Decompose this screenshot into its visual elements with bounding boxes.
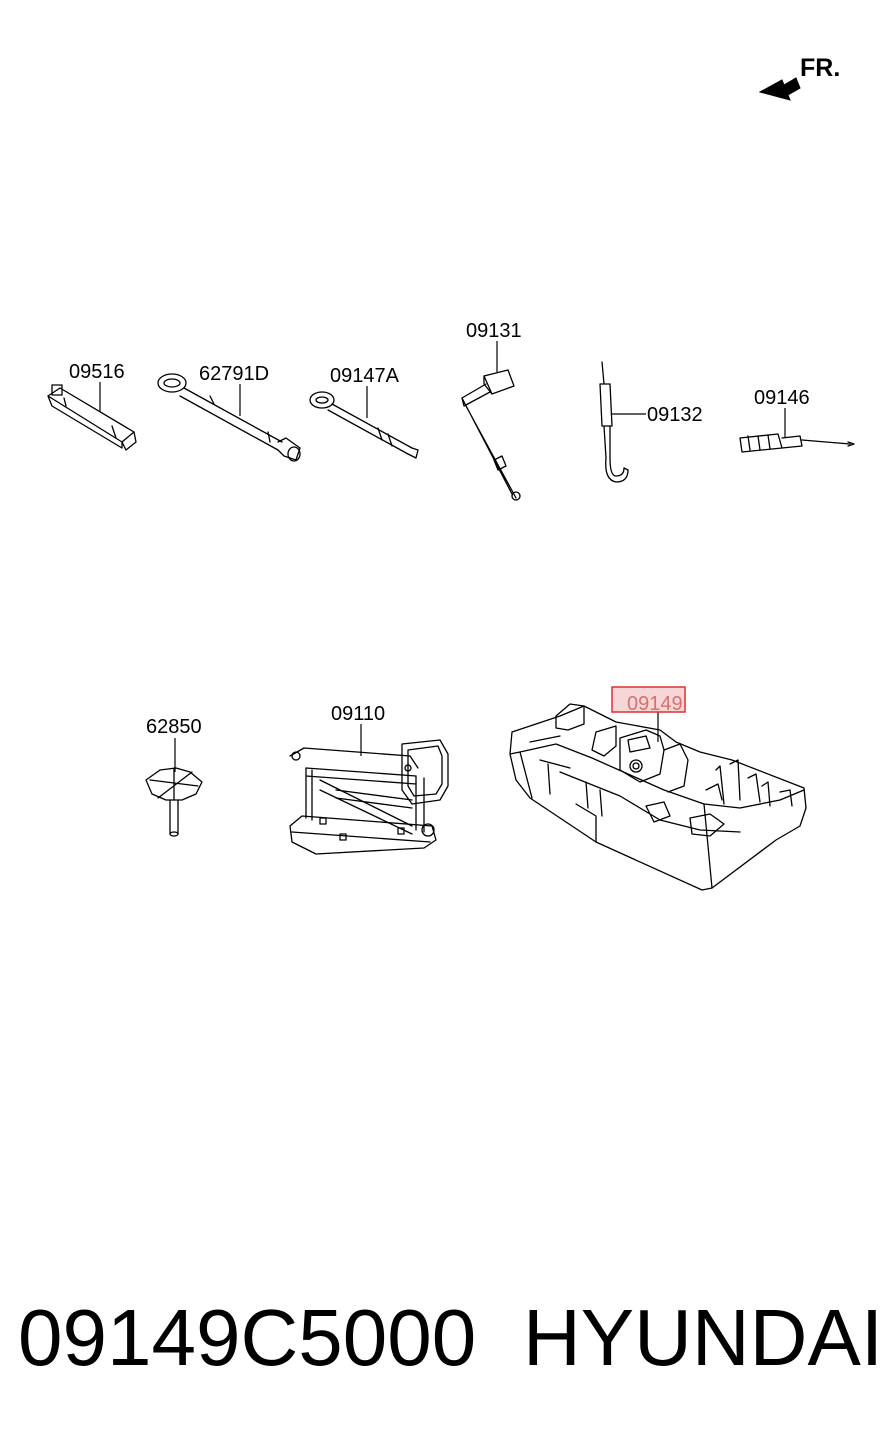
label-62850: 62850 xyxy=(146,716,202,738)
part-09516-socket-extension xyxy=(47,384,137,451)
label-09516: 09516 xyxy=(69,361,125,383)
label-09110: 09110 xyxy=(331,703,385,725)
front-arrow-icon xyxy=(758,77,801,101)
part-62791d-box-wrench xyxy=(157,373,301,462)
footer-part-number: 09149C5000 xyxy=(18,1293,477,1382)
front-direction-indicator: FR. xyxy=(758,54,840,101)
label-09132: 09132 xyxy=(647,404,703,426)
label-62791d: 62791D xyxy=(199,363,269,385)
part-09131-l-wrench xyxy=(461,369,521,501)
part-09149-tool-tray xyxy=(509,703,807,891)
label-09149: 09149 xyxy=(627,693,683,715)
front-label: FR. xyxy=(800,54,840,82)
part-62850-wing-bolt xyxy=(145,767,203,837)
highlight-box-09149 xyxy=(611,686,686,713)
part-09146-screwdriver xyxy=(739,433,855,453)
label-09146: 09146 xyxy=(754,387,810,409)
footer-brand: HYUNDAI xyxy=(523,1293,884,1382)
label-09147a: 09147A xyxy=(330,365,400,387)
part-09110-scissor-jack xyxy=(289,739,449,855)
label-09131: 09131 xyxy=(466,320,522,342)
part-09147a-tow-hook xyxy=(309,391,419,459)
part-09132-jack-handle xyxy=(599,361,629,483)
